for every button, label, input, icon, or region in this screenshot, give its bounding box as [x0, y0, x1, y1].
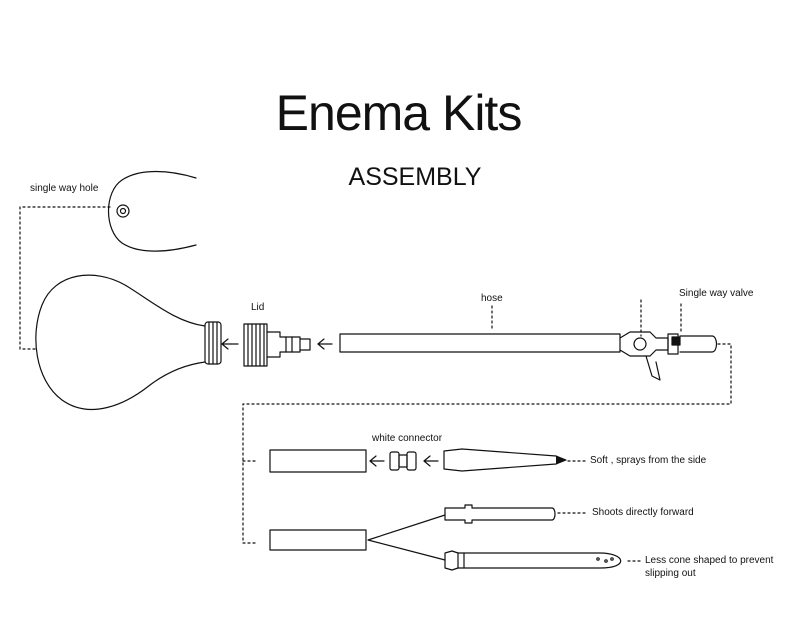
- hose-drawing: [339, 305, 621, 353]
- split-lines: [367, 514, 446, 561]
- label-soft-tip: Soft , sprays from the side: [590, 455, 707, 466]
- soft-tip-drawing: [443, 448, 587, 472]
- label-cone-tip-line1: Less cone shaped to prevent: [645, 555, 774, 566]
- bulb-detail-drawing: [107, 170, 197, 252]
- label-cone-tip-line2: slipping out: [645, 568, 696, 579]
- white-connector-drawing: [369, 451, 439, 471]
- short-tube-upper: [269, 449, 367, 473]
- diagram-subtitle: ASSEMBLY: [348, 163, 482, 191]
- label-lid: Lid: [251, 302, 265, 313]
- tips-link-dotted: [242, 343, 732, 544]
- label-single-way-valve: Single way valve: [679, 288, 754, 299]
- rubber-bulb-drawing: [35, 274, 222, 410]
- lid-drawing: [243, 323, 311, 367]
- lid-arrows: [221, 338, 333, 350]
- label-single-way-hole: single way hole: [30, 183, 99, 194]
- bulb-link-dotted: [19, 206, 111, 350]
- label-hose: hose: [481, 293, 503, 304]
- forward-tip-drawing: [444, 504, 589, 524]
- short-tube-lower: [269, 529, 367, 551]
- label-forward-tip: Shoots directly forward: [592, 507, 694, 518]
- valve-drawing: [619, 299, 718, 381]
- label-white-connector: white connector: [372, 433, 443, 444]
- diagram-title: Enema Kits: [275, 85, 523, 141]
- cone-tip-drawing: [444, 550, 643, 571]
